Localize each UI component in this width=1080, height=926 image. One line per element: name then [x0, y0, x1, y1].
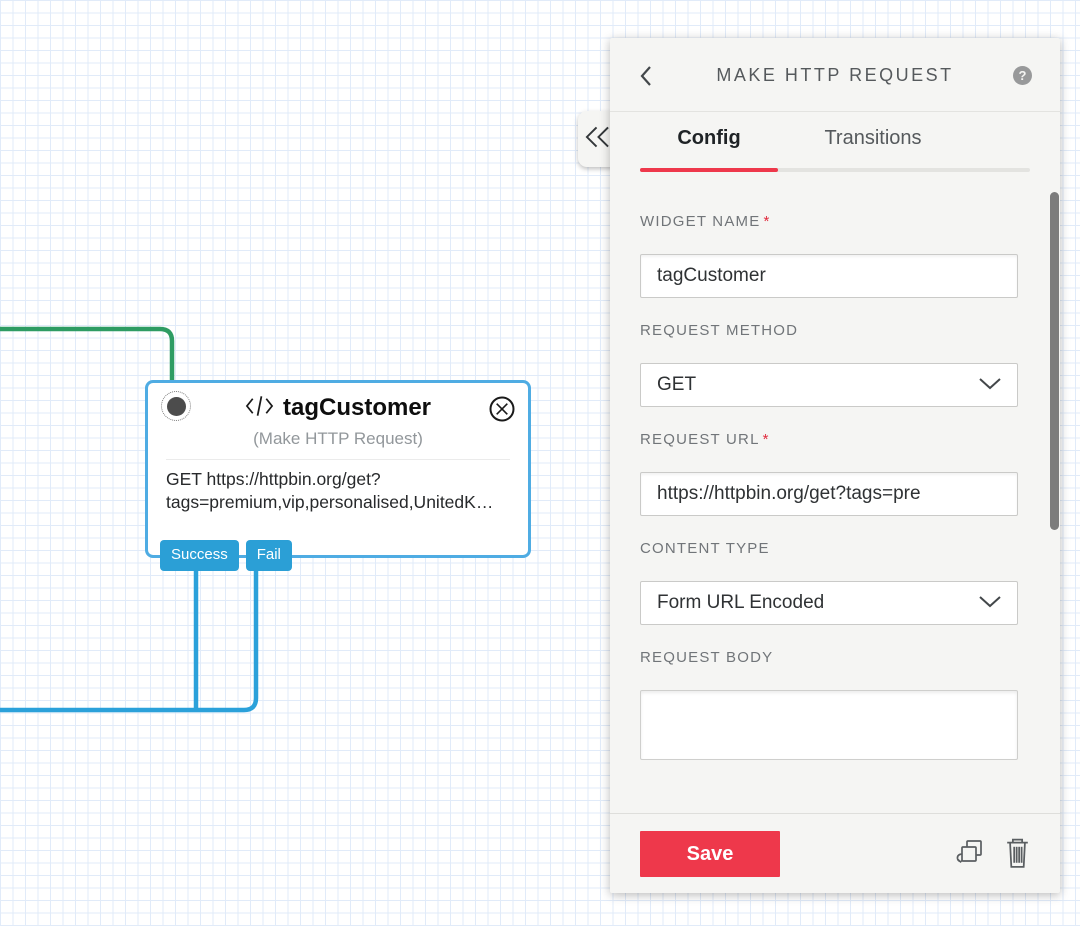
panel-header: MAKE HTTP REQUEST ? — [610, 38, 1060, 112]
widget-node-tag-customer[interactable]: tagCustomer (Make HTTP Request) GET http… — [145, 380, 531, 571]
panel-scrollbar[interactable] — [1050, 192, 1059, 530]
tab-underline-active — [640, 168, 778, 172]
transition-badge-success[interactable]: Success — [160, 540, 239, 571]
content-type-value: Form URL Encoded — [657, 592, 825, 613]
connector-dot-icon[interactable] — [161, 391, 191, 421]
request-url-label: REQUEST URL* — [640, 431, 770, 448]
chevron-down-icon — [979, 592, 1001, 614]
required-asterisk: * — [763, 213, 771, 230]
request-method-value: GET — [657, 374, 697, 395]
tab-transitions[interactable]: Transitions — [824, 127, 922, 149]
request-method-label: REQUEST METHOD — [640, 322, 799, 339]
widget-delete-icon[interactable] — [488, 395, 516, 428]
widget-config-panel: MAKE HTTP REQUEST ? Config Transitions W… — [610, 38, 1060, 893]
widget-name-label: WIDGET NAME* — [640, 213, 771, 230]
widget-name-input[interactable] — [640, 254, 1018, 298]
back-icon[interactable] — [639, 65, 653, 92]
panel-title: MAKE HTTP REQUEST — [716, 65, 954, 85]
tabs-row: Config Transitions — [640, 112, 1030, 174]
widget-transition-badges: Success Fail — [160, 540, 292, 571]
trash-icon[interactable] — [1003, 837, 1032, 875]
panel-footer: Save — [610, 813, 1060, 893]
tab-underline-track — [640, 168, 1030, 172]
content-type-label: CONTENT TYPE — [640, 540, 770, 557]
widget-request-summary: GET https://httpbin.org/get? tags=premiu… — [166, 469, 494, 513]
request-method-select[interactable]: GET — [640, 363, 1018, 407]
widget-type-label: (Make HTTP Request) — [253, 429, 423, 448]
widget-title: tagCustomer — [282, 394, 432, 421]
fail-connector-blue — [0, 570, 259, 713]
request-url-input[interactable] — [640, 472, 1018, 516]
duplicate-icon[interactable] — [954, 837, 986, 875]
save-button[interactable]: Save — [640, 831, 780, 877]
code-icon — [245, 395, 274, 422]
content-type-select[interactable]: Form URL Encoded — [640, 581, 1018, 625]
help-icon[interactable]: ? — [1013, 66, 1032, 85]
chevron-down-icon — [979, 374, 1001, 396]
required-asterisk: * — [762, 431, 770, 448]
double-chevron-left-icon — [585, 125, 610, 154]
request-body-textarea[interactable] — [640, 690, 1018, 760]
widget-divider — [166, 459, 510, 460]
config-form: WIDGET NAME* REQUEST METHOD GET REQUEST … — [640, 213, 1018, 760]
incoming-connector-green — [0, 326, 175, 389]
request-body-label: REQUEST BODY — [640, 649, 774, 666]
transition-badge-fail[interactable]: Fail — [245, 540, 292, 571]
tab-config[interactable]: Config — [677, 127, 741, 149]
